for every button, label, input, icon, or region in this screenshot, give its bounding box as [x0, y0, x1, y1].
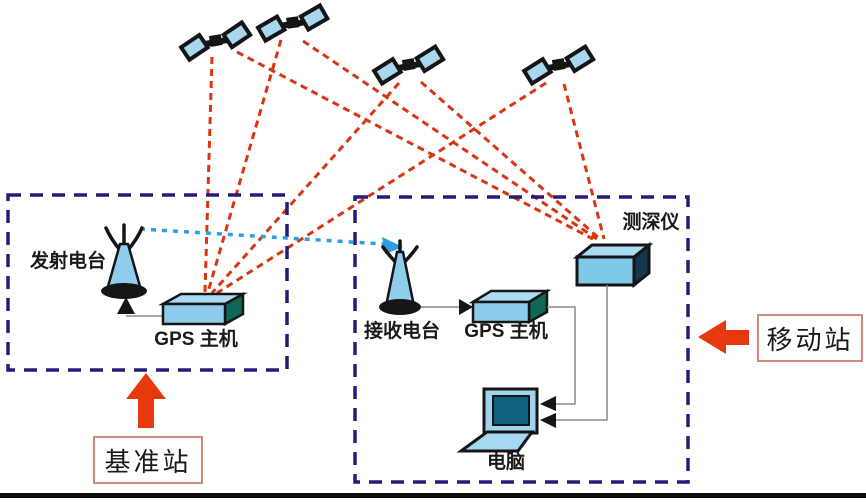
radio-link — [139, 227, 403, 254]
base-gps-host-box — [158, 291, 248, 327]
base-station-label: 基准站 — [104, 447, 192, 477]
satellite-signal-lines — [203, 39, 606, 295]
base-station-boundary — [6, 193, 289, 372]
radio-link-line — [139, 227, 385, 246]
mobile-station-arrow-icon — [698, 320, 749, 354]
echo-sounder-label: 测深仪 — [622, 212, 680, 233]
satellite-icon — [371, 43, 446, 87]
computer-icon — [456, 387, 539, 453]
echo-sounder-box — [572, 241, 654, 289]
base-gps-host-label: GPS 主机 — [154, 329, 238, 350]
receive-antenna-icon — [379, 239, 473, 315]
base-station-label-box: 基准站 — [93, 436, 203, 484]
mobile-gps-host-label: GPS 主机 — [464, 321, 548, 342]
transmit-radio-label: 发射电台 — [29, 251, 106, 272]
mobile-station-label: 移动站 — [766, 325, 854, 355]
mobile-station-label-box: 移动站 — [757, 314, 863, 362]
cable-arrowhead-icon — [540, 396, 556, 411]
satellite-icon — [178, 19, 253, 63]
computer-label: 电脑 — [486, 452, 525, 473]
satellite-icon — [521, 43, 596, 87]
cable-arrowhead-icon — [540, 413, 556, 428]
receive-radio-label: 接收电台 — [363, 321, 440, 342]
bottom-divider — [0, 493, 866, 498]
satellite-icon — [255, 2, 331, 44]
transmit-antenna-icon — [101, 223, 163, 317]
mobile-gps-host-box — [468, 288, 552, 325]
device-cables — [547, 285, 608, 421]
radio-link-arrowhead-icon — [382, 237, 403, 254]
base-station-arrow-icon — [126, 373, 166, 428]
mobile-station-boundary — [353, 195, 690, 484]
